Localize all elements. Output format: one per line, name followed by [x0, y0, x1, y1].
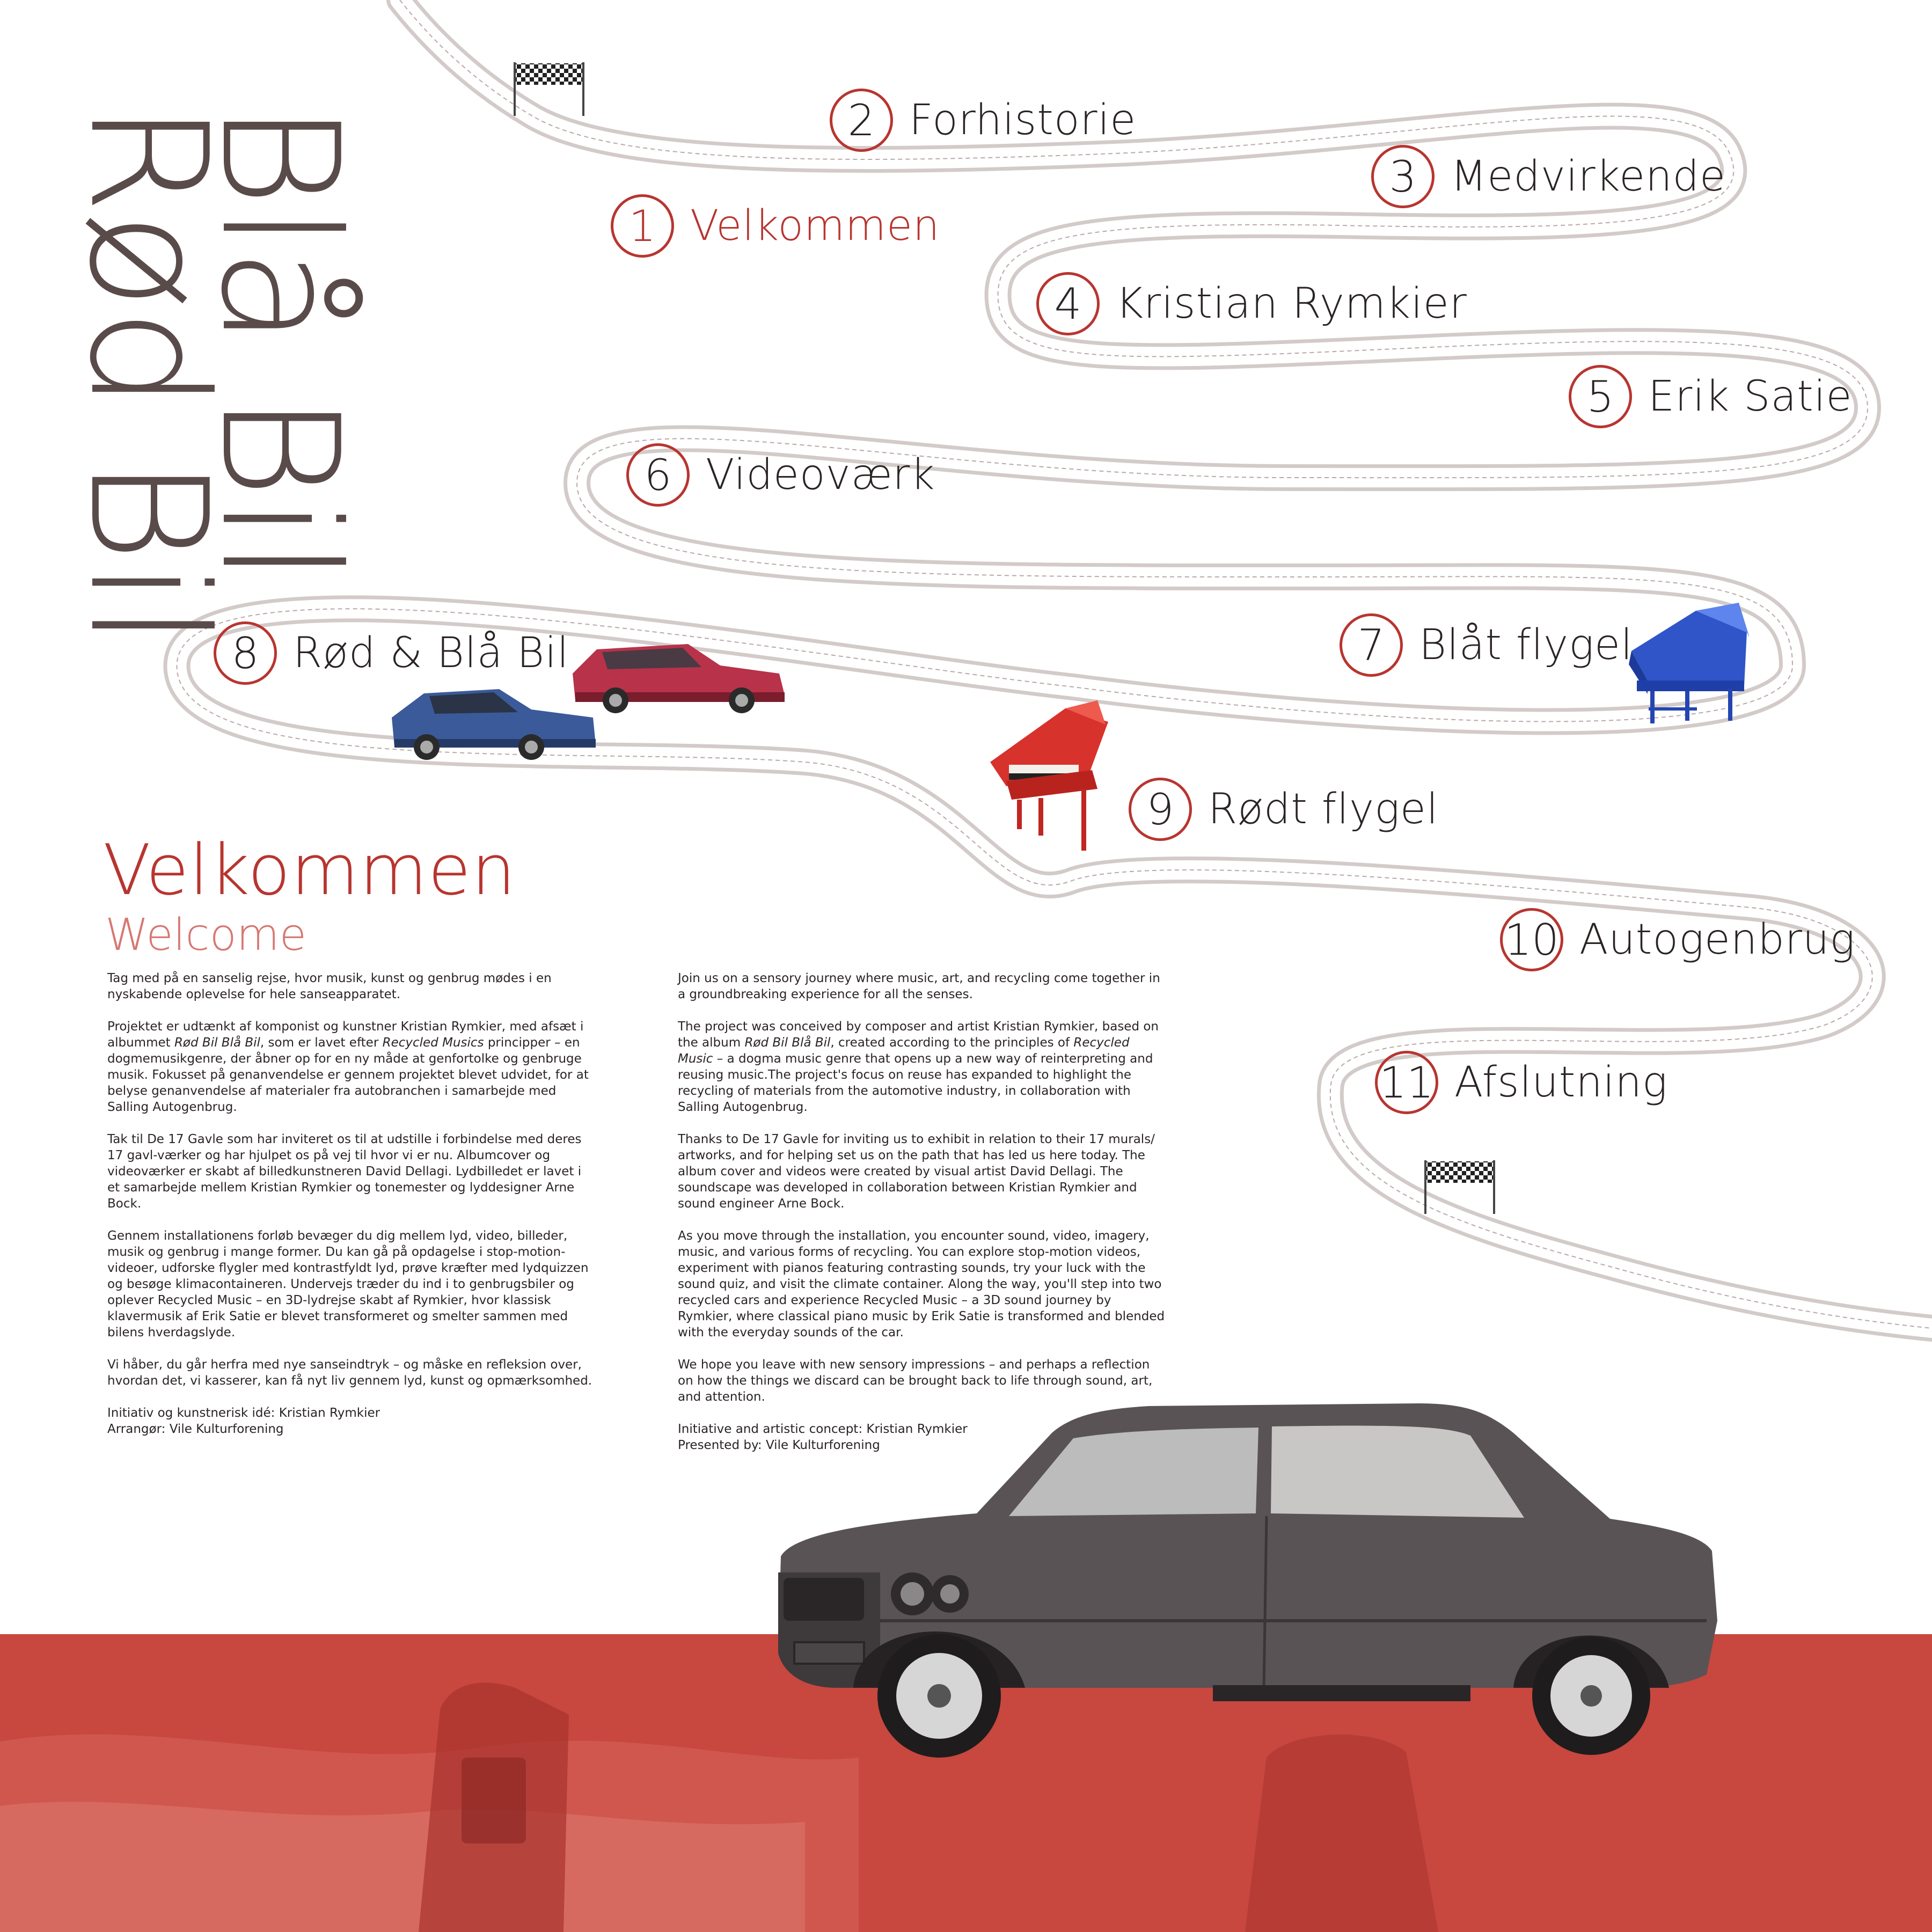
stop-11-afslutning[interactable]: 11 Afslutning [1375, 1051, 1668, 1114]
stop-number: 1 [611, 194, 674, 258]
stop-number: 7 [1340, 613, 1403, 677]
stop-number: 9 [1129, 778, 1192, 841]
da-paragraph-1: Tag med på en sanselig rejse, hvor musik… [107, 971, 552, 1001]
stop-number: 6 [626, 443, 690, 507]
da-credit-organizer: Arrangør: Vile Kulturforening [107, 1422, 284, 1436]
en-paragraph-3: Thanks to De 17 Gavle for inviting us to… [678, 1132, 1155, 1211]
en-credit-initiative: Initiative and artistic concept: Kristia… [678, 1422, 968, 1436]
en-paragraph-2: The project was conceived by composer an… [678, 1020, 1159, 1114]
da-paragraph-4: Gennem installationens forløb bevæger du… [107, 1229, 589, 1340]
band-background-art [0, 1682, 1438, 1932]
stop-3-medvirkende[interactable]: 3 Medvirkende [1371, 145, 1726, 208]
stop-label: Videoværk [706, 451, 935, 499]
danish-text-column: Tag med på en sanselig rejse, hvor musik… [107, 970, 596, 1437]
stop-number: 5 [1569, 365, 1632, 428]
stop-label: Erik Satie [1648, 372, 1853, 421]
en-paragraph-4: As you move through the installation, yo… [678, 1229, 1165, 1340]
red-piano-image [990, 700, 1108, 851]
stop-5-erik-satie[interactable]: 5 Erik Satie [1569, 365, 1853, 428]
stop-number: 8 [214, 621, 277, 685]
da-paragraph-3: Tak til De 17 Gavle som har inviteret os… [107, 1132, 582, 1211]
stop-9-roedt-flygel[interactable]: 9 Rødt flygel [1129, 778, 1439, 841]
stop-7-blaat-flygel[interactable]: 7 Blåt flygel [1340, 613, 1633, 677]
stop-label: Rødt flygel [1208, 785, 1439, 833]
en-credit-presenter: Presented by: Vile Kulturforening [678, 1438, 880, 1452]
en-paragraph-5: We hope you leave with new sensory impre… [678, 1358, 1153, 1404]
red-car-image [573, 644, 785, 713]
stop-label: Velkommen [690, 202, 940, 250]
stop-label: Rød & Blå Bil [293, 629, 569, 677]
stop-label: Medvirkende [1451, 152, 1726, 201]
stop-label: Autogenbrug [1579, 916, 1856, 964]
stop-6-videovaerk[interactable]: 6 Videoværk [626, 443, 935, 507]
stop-number: 4 [1036, 272, 1100, 335]
start-flag-icon [514, 62, 584, 116]
da-paragraph-5: Vi håber, du går herfra med nye sanseind… [107, 1358, 592, 1388]
bottom-red-band [0, 1634, 1932, 1932]
da-credit-initiative: Initiativ og kunstnerisk idé: Kristian R… [107, 1406, 380, 1420]
stop-label: Blåt flygel [1419, 621, 1633, 669]
stop-number: 11 [1375, 1051, 1438, 1114]
finish-flag-icon [1424, 1160, 1495, 1214]
da-paragraph-2: Projektet er udtænkt af komponist og kun… [107, 1020, 589, 1114]
title-line-red: Rød Bil [54, 102, 241, 646]
welcome-heading-da: Velkommen [103, 829, 516, 911]
stop-label: Forhistorie [909, 96, 1137, 144]
english-text-column: Join us on a sensory journey where music… [678, 970, 1166, 1453]
en-paragraph-1: Join us on a sensory journey where music… [678, 971, 1160, 1001]
stop-number: 2 [830, 89, 893, 152]
stop-label: Afslutning [1454, 1058, 1668, 1107]
stop-number: 10 [1500, 908, 1563, 971]
stop-8-roed-blaa-bil[interactable]: 8 Rød & Blå Bil [214, 621, 569, 685]
stop-label: Kristian Rymkier [1116, 280, 1467, 328]
stop-1-velkommen[interactable]: 1 Velkommen [611, 194, 940, 258]
stop-4-kristian-rymkier[interactable]: 4 Kristian Rymkier [1036, 272, 1467, 335]
blue-piano-image [1629, 603, 1750, 723]
stop-2-forhistorie[interactable]: 2 Forhistorie [830, 89, 1136, 152]
stop-number: 3 [1371, 145, 1435, 208]
sedan-car-image [778, 1403, 1717, 1758]
stop-10-autogenbrug[interactable]: 10 Autogenbrug [1500, 908, 1855, 971]
welcome-heading-en: Welcome [105, 910, 307, 961]
blue-car-image [392, 689, 596, 760]
